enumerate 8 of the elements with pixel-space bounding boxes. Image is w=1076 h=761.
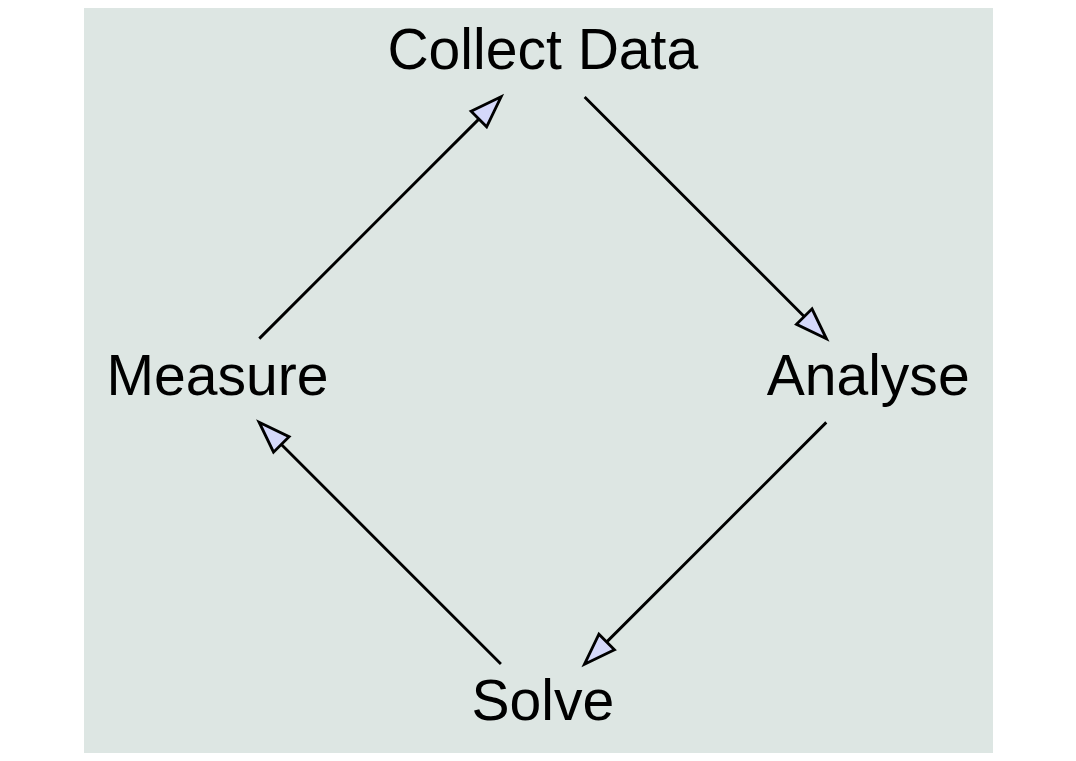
arrow bbox=[255, 419, 502, 665]
node-text: Collect Data bbox=[386, 17, 698, 82]
arrow bbox=[257, 93, 504, 340]
node-text: Measure bbox=[105, 342, 328, 407]
arrow bbox=[580, 421, 827, 668]
node-text: Solve bbox=[470, 668, 614, 733]
node-text: Analyse bbox=[766, 342, 970, 407]
arrow bbox=[583, 96, 829, 342]
